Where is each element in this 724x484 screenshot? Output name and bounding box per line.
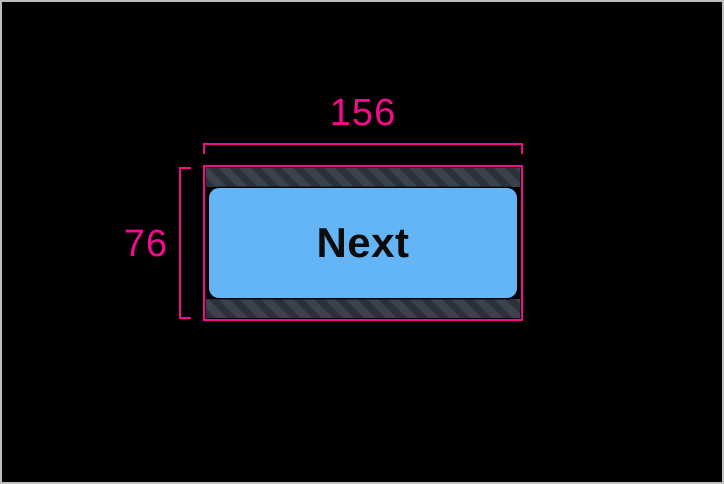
tap-target-padding-hatch-top bbox=[206, 168, 520, 187]
next-button-label: Next bbox=[316, 219, 410, 266]
tap-target-outline: Next bbox=[203, 165, 523, 321]
height-dimension-label: 76 bbox=[123, 223, 168, 265]
width-dimension-label: 156 bbox=[329, 92, 397, 134]
tap-target-padding-hatch-bottom bbox=[206, 299, 520, 318]
width-dimension-bracket bbox=[203, 143, 523, 154]
next-button[interactable]: Next bbox=[209, 188, 517, 298]
height-dimension-bracket bbox=[179, 167, 191, 319]
